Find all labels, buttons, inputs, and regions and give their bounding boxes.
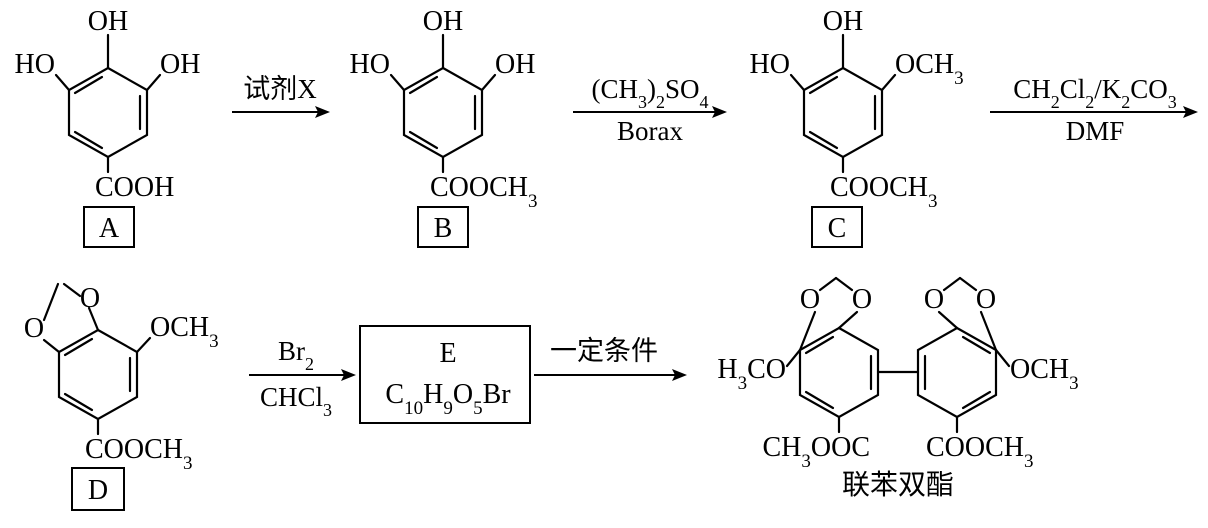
compound-a-left-group: HO	[15, 49, 55, 80]
product-left-ring	[785, 276, 880, 434]
reagent-b-c-above: (CH3)2SO4	[591, 74, 708, 112]
product-name: 联苯双酯	[842, 469, 954, 501]
compound-c-left-group: HO	[750, 49, 790, 80]
reagent-e-product-above: 一定条件	[550, 336, 658, 366]
compound-c-bottom-group: COOCH3	[830, 172, 938, 212]
compound-d-ring	[42, 282, 152, 436]
compound-c-ring	[789, 33, 897, 174]
compound-a: OH HO OH COOH A	[15, 6, 200, 248]
compound-d-label-box	[71, 467, 125, 511]
compound-d-ring-o-left: O	[24, 313, 44, 344]
arrow-e-to-product: 一定条件	[534, 336, 687, 381]
compound-b-label-box	[417, 206, 469, 248]
arrow-d-to-e: Br2 CHCl3	[249, 336, 356, 420]
compound-d-right-group: OCH3	[150, 312, 219, 352]
reagent-d-e-above: Br2	[278, 336, 314, 374]
compound-a-bottom-group: COOH	[95, 172, 174, 203]
compound-a-label-box	[83, 206, 135, 248]
product-left-o-2: O	[852, 284, 872, 315]
compound-e-box	[359, 325, 531, 424]
compound-d-label: D	[88, 475, 108, 506]
compound-e-label: E	[439, 338, 456, 369]
compound-b-label: B	[434, 213, 453, 244]
compound-d-ring-o-top: O	[80, 283, 100, 314]
product-right-o-2: O	[976, 284, 996, 315]
compound-c-label-box	[811, 206, 863, 248]
product-right-ring	[916, 276, 1011, 434]
compound-c-right-group: OCH3	[895, 49, 964, 89]
compound-b-right-group: OH	[495, 49, 535, 80]
compound-a-ring	[54, 33, 162, 174]
arrow-c-to-d: CH2Cl2/K2CO3 DMF	[990, 74, 1198, 146]
product-structure: O O O O H3CO OCH3 CH3OOC COOCH3 联苯双酯	[717, 276, 1079, 501]
reagent-a-b-above: 试剂X	[243, 74, 317, 104]
compound-b: OH HO OH COOCH3 B	[350, 6, 538, 248]
compound-e: E C10H9O5Br	[359, 325, 531, 424]
compound-c-label: C	[828, 213, 847, 244]
product-right-methoxy: OCH3	[1010, 354, 1079, 394]
compound-a-right-group: OH	[160, 49, 200, 80]
reagent-c-d-below: DMF	[1066, 116, 1125, 146]
compound-b-bottom-group: COOCH3	[430, 172, 538, 212]
product-left-methoxy: H3CO	[717, 354, 786, 394]
compound-e-formula: C10H9O5Br	[385, 379, 511, 419]
reagent-b-c-below: Borax	[617, 116, 683, 146]
arrow-b-to-c: (CH3)2SO4 Borax	[573, 74, 727, 146]
reagent-c-d-above: CH2Cl2/K2CO3	[1013, 74, 1177, 112]
product-left-ester: CH3OOC	[762, 432, 870, 472]
compound-c-top-group: OH	[823, 6, 863, 37]
compound-b-top-group: OH	[423, 6, 463, 37]
product-left-o-1: O	[800, 284, 820, 315]
compound-c: OH HO OCH3 COOCH3 C	[750, 6, 964, 248]
product-right-o-1: O	[924, 284, 944, 315]
arrow-a-to-b: 试剂X	[232, 74, 330, 118]
compound-a-top-group: OH	[88, 6, 128, 37]
product-right-ester: COOCH3	[926, 432, 1034, 472]
compound-b-left-group: HO	[350, 49, 390, 80]
reagent-d-e-below: CHCl3	[260, 382, 332, 420]
compound-a-label: A	[99, 213, 120, 244]
compound-d: O O OCH3 COOCH3 D	[24, 282, 219, 511]
compound-b-ring	[389, 33, 497, 174]
